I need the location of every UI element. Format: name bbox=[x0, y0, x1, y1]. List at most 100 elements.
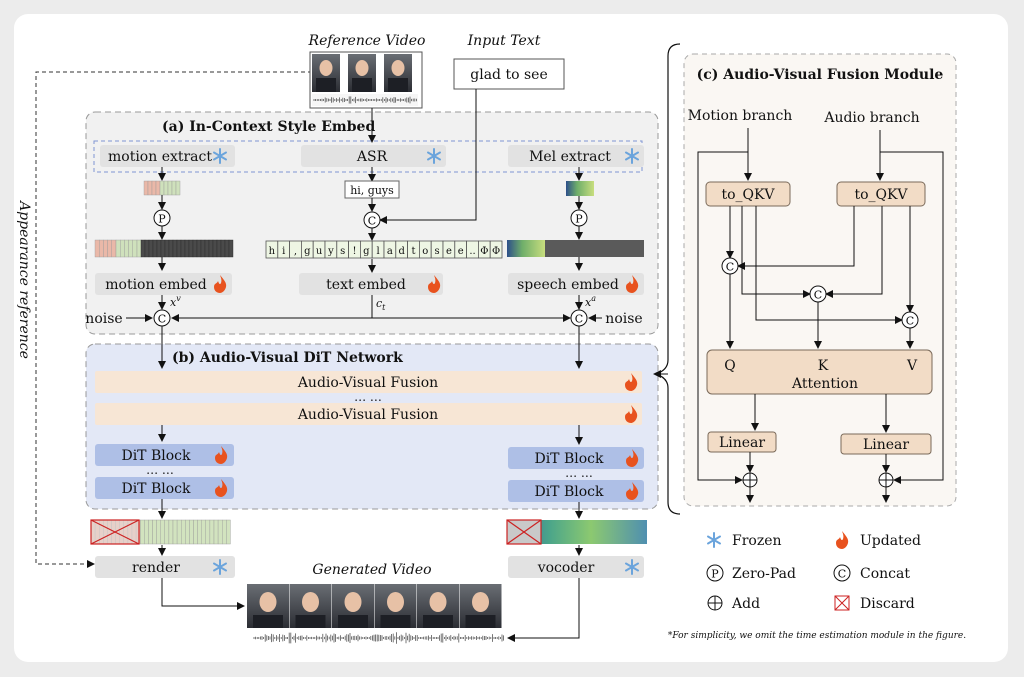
motion-branch-label: Motion branch bbox=[688, 108, 793, 124]
mel-extract-label: Mel extract bbox=[529, 149, 611, 165]
attention-box bbox=[706, 349, 933, 395]
reference-audio-waveform bbox=[313, 96, 417, 104]
motion-embed-box bbox=[95, 273, 232, 295]
audio-visual-fusion-2 bbox=[95, 403, 642, 425]
fusion-ellipsis: … … bbox=[354, 390, 382, 404]
fusion-module-title: (c) Audio-Visual Fusion Module bbox=[697, 67, 944, 83]
vocoder-label: vocoder bbox=[537, 560, 595, 576]
legend-frozen: Frozen bbox=[732, 533, 782, 549]
text-token bbox=[489, 240, 503, 259]
legend: Frozen Updated P Zero-Pad C Concat Add D… bbox=[706, 531, 921, 612]
speech-padded-strip bbox=[507, 240, 644, 257]
fusion-1-label: Audio-Visual Fusion bbox=[297, 375, 438, 391]
dit-block-audio-1 bbox=[508, 447, 644, 469]
motion-feature-strip bbox=[143, 180, 181, 196]
reference-video-frames bbox=[309, 51, 423, 109]
figure-canvas: Appearance reference Reference Video Inp… bbox=[14, 14, 1008, 662]
generated-video-frames bbox=[247, 584, 502, 628]
linear-motion bbox=[707, 431, 777, 453]
vocoder-box bbox=[508, 556, 644, 578]
legend-zero-pad: Zero-Pad bbox=[732, 566, 796, 582]
concat-letter: C bbox=[814, 289, 822, 302]
flame-icon bbox=[836, 531, 849, 549]
v-label: V bbox=[906, 358, 918, 374]
to-qkv-audio bbox=[836, 181, 926, 207]
text-token-label: g bbox=[363, 246, 370, 257]
generated-audio-waveform bbox=[253, 632, 505, 644]
concat-letter: C bbox=[368, 215, 376, 228]
dit-block-label: DiT Block bbox=[121, 448, 191, 464]
motion-extract-label: motion extract bbox=[108, 149, 212, 165]
text-token-label: d bbox=[398, 246, 405, 257]
generated-video-label: Generated Video bbox=[312, 562, 431, 578]
speech-embed-box bbox=[508, 273, 644, 295]
dit-block-motion-2 bbox=[95, 477, 234, 499]
dit-title: (b) Audio-Visual DiT Network bbox=[172, 350, 403, 366]
ct-label: ct bbox=[376, 297, 386, 312]
audio-visual-fusion-1 bbox=[95, 371, 642, 393]
xv-label: xv bbox=[170, 294, 181, 309]
text-token-label: a bbox=[387, 246, 393, 257]
text-token-label: s bbox=[340, 246, 345, 257]
add-symbol-motion bbox=[742, 472, 758, 488]
mel-extract-box bbox=[508, 145, 644, 167]
generated-spectrogram bbox=[506, 519, 647, 545]
dit-block-label: DiT Block bbox=[534, 451, 604, 467]
text-token-label: .. bbox=[469, 246, 475, 257]
text-token-label: h bbox=[269, 246, 276, 257]
to-qkv-label: to_QKV bbox=[721, 187, 775, 203]
concat-letter: C bbox=[838, 568, 846, 581]
input-text-label: Input Text bbox=[467, 33, 541, 49]
generated-motion-strip bbox=[90, 519, 231, 545]
footnote: *For simplicity, we omit the time estima… bbox=[668, 631, 966, 641]
zero-pad-letter: P bbox=[575, 213, 583, 226]
concat-letter: C bbox=[158, 313, 166, 326]
k-label: K bbox=[818, 358, 829, 374]
legend-updated: Updated bbox=[860, 533, 921, 549]
text-token-label: g bbox=[304, 246, 311, 257]
dit-block-audio-2 bbox=[508, 480, 644, 502]
text-embed-box bbox=[299, 273, 443, 295]
architecture-diagram: Appearance reference Reference Video Inp… bbox=[16, 33, 966, 644]
appearance-reference-label: Appearance reference bbox=[16, 199, 32, 359]
snowflake-icon bbox=[707, 532, 721, 548]
noise-right-label: noise bbox=[605, 311, 642, 327]
asr-output-text: hi, guys bbox=[350, 184, 394, 197]
text-token-label: y bbox=[327, 246, 334, 257]
appearance-reference-line bbox=[35, 71, 312, 568]
render-label: render bbox=[132, 560, 180, 576]
concat-symbol bbox=[833, 564, 851, 582]
noise-left-label: noise bbox=[85, 311, 122, 327]
speech-embed-label: speech embed bbox=[517, 277, 619, 293]
dit-ellipsis-right: … … bbox=[565, 466, 593, 480]
text-token-label: s bbox=[435, 246, 440, 257]
motion-padded-strip bbox=[94, 239, 234, 258]
concat-letter: C bbox=[726, 261, 734, 274]
legend-discard: Discard bbox=[860, 596, 915, 612]
text-token-label: i bbox=[282, 246, 285, 257]
legend-add: Add bbox=[731, 596, 760, 612]
zero-pad-symbol bbox=[706, 564, 724, 582]
legend-concat: Concat bbox=[860, 566, 910, 582]
to-qkv-motion bbox=[705, 181, 791, 207]
text-token-label: Φ bbox=[480, 246, 488, 257]
input-text-box bbox=[453, 58, 565, 90]
text-token-label: o bbox=[422, 246, 428, 257]
arrow-input-text-to-concat bbox=[379, 89, 477, 224]
dit-ellipsis-left: … … bbox=[146, 463, 174, 477]
dit-block-label: DiT Block bbox=[121, 481, 191, 497]
text-token-label: t bbox=[411, 246, 415, 257]
text-token-label: e bbox=[458, 246, 464, 257]
linear-label: Linear bbox=[719, 435, 765, 451]
dit-block-motion-1 bbox=[95, 444, 234, 466]
attention-label: Attention bbox=[791, 376, 858, 392]
text-token-label: e bbox=[446, 246, 452, 257]
to-qkv-label: to_QKV bbox=[854, 187, 908, 203]
motion-embed-label: motion embed bbox=[105, 277, 207, 293]
reference-video-label: Reference Video bbox=[308, 33, 426, 49]
audio-branch-label: Audio branch bbox=[823, 110, 919, 126]
render-box bbox=[95, 556, 235, 578]
text-token-label: u bbox=[316, 246, 323, 257]
concat-letter: C bbox=[575, 313, 583, 326]
